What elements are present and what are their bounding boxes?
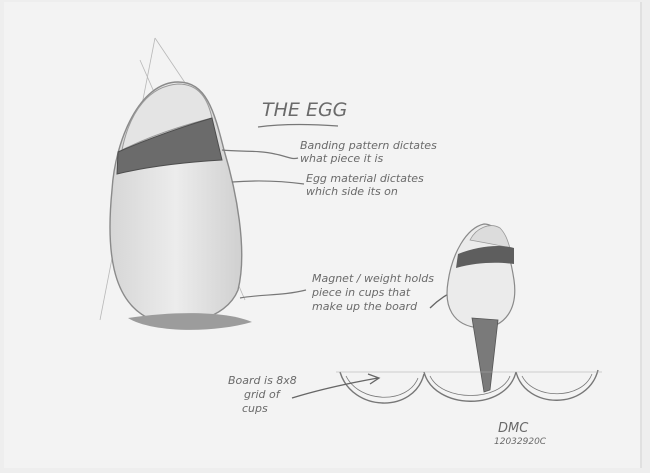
board-arrow xyxy=(292,374,379,398)
banding-note-line2: what piece it is xyxy=(300,152,384,165)
title-underline xyxy=(258,125,338,127)
magnet-note-line3: make up the board xyxy=(312,300,418,313)
board-note-line1: Board is 8x8 xyxy=(228,374,297,387)
material-note-line2: which side its on xyxy=(306,185,398,198)
magnet-note-line1: Magnet / weight holds xyxy=(312,272,434,285)
magnet-leader-line xyxy=(240,290,306,298)
small-egg-drawing xyxy=(447,224,515,392)
egg-shadow xyxy=(128,313,252,330)
magnet-note-line2: piece in cups that xyxy=(311,286,411,299)
material-note-line1: Egg material dictates xyxy=(306,172,424,185)
cup-board-drawing xyxy=(336,370,602,403)
banding-leader-line xyxy=(222,150,298,159)
signature-initials: DMC xyxy=(498,421,529,436)
signature-date: 12032920C xyxy=(494,437,547,447)
banding-note-line1: Banding pattern dictates xyxy=(300,139,437,152)
large-egg-drawing xyxy=(110,82,252,330)
board-note-line3: cups xyxy=(242,402,268,415)
material-leader-line xyxy=(232,181,304,184)
down-arrow xyxy=(472,318,498,392)
board-note-line2: grid of xyxy=(244,388,282,401)
sketch-title: THE EGG xyxy=(262,99,347,121)
